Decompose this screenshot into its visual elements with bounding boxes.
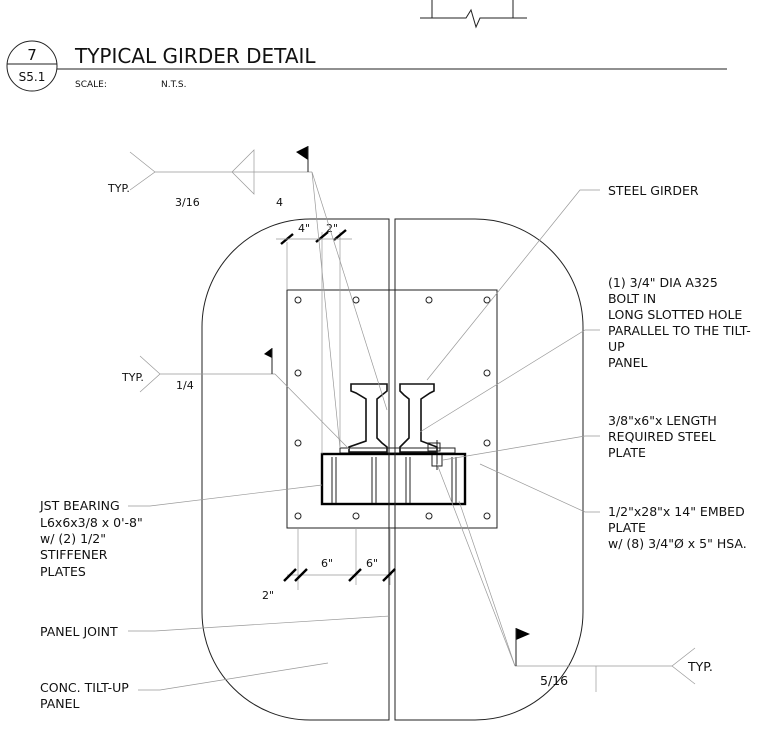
callout-plate-line-2: REQUIRED STEEL	[608, 429, 716, 444]
embed-plate-outline	[286, 289, 498, 529]
weld-symbol-top: TYP. 3/16 4	[107, 146, 388, 449]
callout-plate-line-3: PLATE	[608, 445, 646, 460]
weld-flag-icon	[296, 146, 308, 160]
callout-jst-line-3: w/ (2) 1/2"	[40, 531, 106, 546]
girder-right-section	[399, 383, 438, 453]
callout-plate-line-1: 3/8"x6"x LENGTH	[608, 413, 717, 428]
weld-symbol-mid: TYP. 1/4	[121, 348, 350, 450]
callout-jst-line-2: L6x6x3/8 x 0'-8"	[40, 515, 143, 530]
dim-top-4in: 4"	[298, 222, 310, 235]
tilt-up-panels	[201, 218, 584, 721]
callout-jst-line-5: PLATES	[40, 564, 86, 579]
callout-embed-line-3: w/ (8) 3/4"Ø x 5" HSA.	[608, 536, 747, 551]
callout-tilt-up-line-1: CONC. TILT-UP	[40, 680, 129, 695]
detail-bubble	[6, 40, 58, 92]
callout-tilt-up-line-2: PANEL	[40, 696, 80, 711]
weld-bottom-size: 5/16	[540, 673, 568, 688]
callout-bolt-line-2: BOLT IN	[608, 291, 656, 306]
weld-flag-icon-mid	[264, 348, 272, 358]
weld-mid-size: 1/4	[176, 379, 194, 392]
weld-top-length: 4	[276, 196, 283, 209]
weld-symbol-bottom: TYP. 5/16	[436, 463, 713, 692]
weld-mid-typ: TYP.	[121, 371, 144, 384]
detail-title-block: 7 S5.1 TYPICAL GIRDER DETAIL SCALE: N.T.…	[6, 40, 727, 92]
bearing-plate	[320, 447, 467, 506]
callout-embed-line-1: 1/2"x28"x 14" EMBED	[608, 504, 745, 519]
weld-top-size: 3/16	[175, 196, 200, 209]
detail-number: 7	[27, 46, 37, 64]
dimension-ticks	[280, 229, 396, 582]
girder-left-section	[348, 383, 388, 453]
bearing-angle	[320, 452, 467, 506]
cropped-drawing-fragment	[420, 0, 527, 29]
dim-top-2in: 2"	[326, 222, 338, 235]
dim-bottom-2in: 2"	[262, 589, 274, 602]
callout-bolt-line-1: (1) 3/4" DIA A325	[608, 275, 718, 290]
callout-jst-bearing: JST BEARING L6x6x3/8 x 0'-8" w/ (2) 1/2"…	[39, 498, 143, 579]
stiffener-plates	[331, 457, 457, 503]
dim-bottom-6in-b: 6"	[366, 557, 378, 570]
weld-top-typ: TYP.	[107, 182, 130, 195]
callout-steel-girder: STEEL GIRDER	[608, 183, 699, 198]
callout-jst-line-1: JST BEARING	[39, 498, 120, 513]
dim-bottom-6in-a: 6"	[321, 557, 333, 570]
callout-bolt-line-4: PARALLEL TO THE TILT-	[608, 323, 751, 338]
steel-girder-section	[348, 383, 443, 470]
callout-tilt-up-panel: CONC. TILT-UP PANEL	[40, 680, 129, 711]
scale-label: SCALE:	[75, 80, 107, 90]
left-panel-outline	[201, 218, 390, 721]
callout-embed-line-2: PLATE	[608, 520, 646, 535]
callout-bolt-line-3: LONG SLOTTED HOLE	[608, 307, 742, 322]
callout-steel-girder-text: STEEL GIRDER	[608, 183, 699, 198]
detail-title: TYPICAL GIRDER DETAIL	[74, 44, 316, 68]
callout-bolt: (1) 3/4" DIA A325 BOLT IN LONG SLOTTED H…	[608, 275, 751, 370]
right-panel-outline	[394, 218, 584, 721]
callout-bolt-line-5: UP	[608, 339, 625, 354]
callout-steel-plate: 3/8"x6"x LENGTH REQUIRED STEEL PLATE	[608, 413, 717, 460]
callout-bolt-line-6: PANEL	[608, 355, 648, 370]
callout-panel-joint-text: PANEL JOINT	[40, 624, 118, 639]
embed-plate	[286, 289, 498, 529]
scale-value: N.T.S.	[161, 80, 186, 90]
detail-sheet: S5.1	[19, 70, 46, 84]
embed-anchor-holes	[294, 296, 491, 520]
weld-bottom-typ: TYP.	[687, 659, 713, 674]
dimension-labels: 4" 2" 6" 6" 2"	[262, 222, 378, 602]
callout-embed-plate: 1/2"x28"x 14" EMBED PLATE w/ (8) 3/4"Ø x…	[608, 504, 747, 551]
panel-joint	[388, 219, 396, 720]
weld-flag-icon-bottom	[516, 628, 530, 640]
callout-jst-line-4: STIFFENER	[40, 547, 108, 562]
callout-panel-joint: PANEL JOINT	[40, 624, 118, 639]
leader-lines	[128, 189, 600, 691]
